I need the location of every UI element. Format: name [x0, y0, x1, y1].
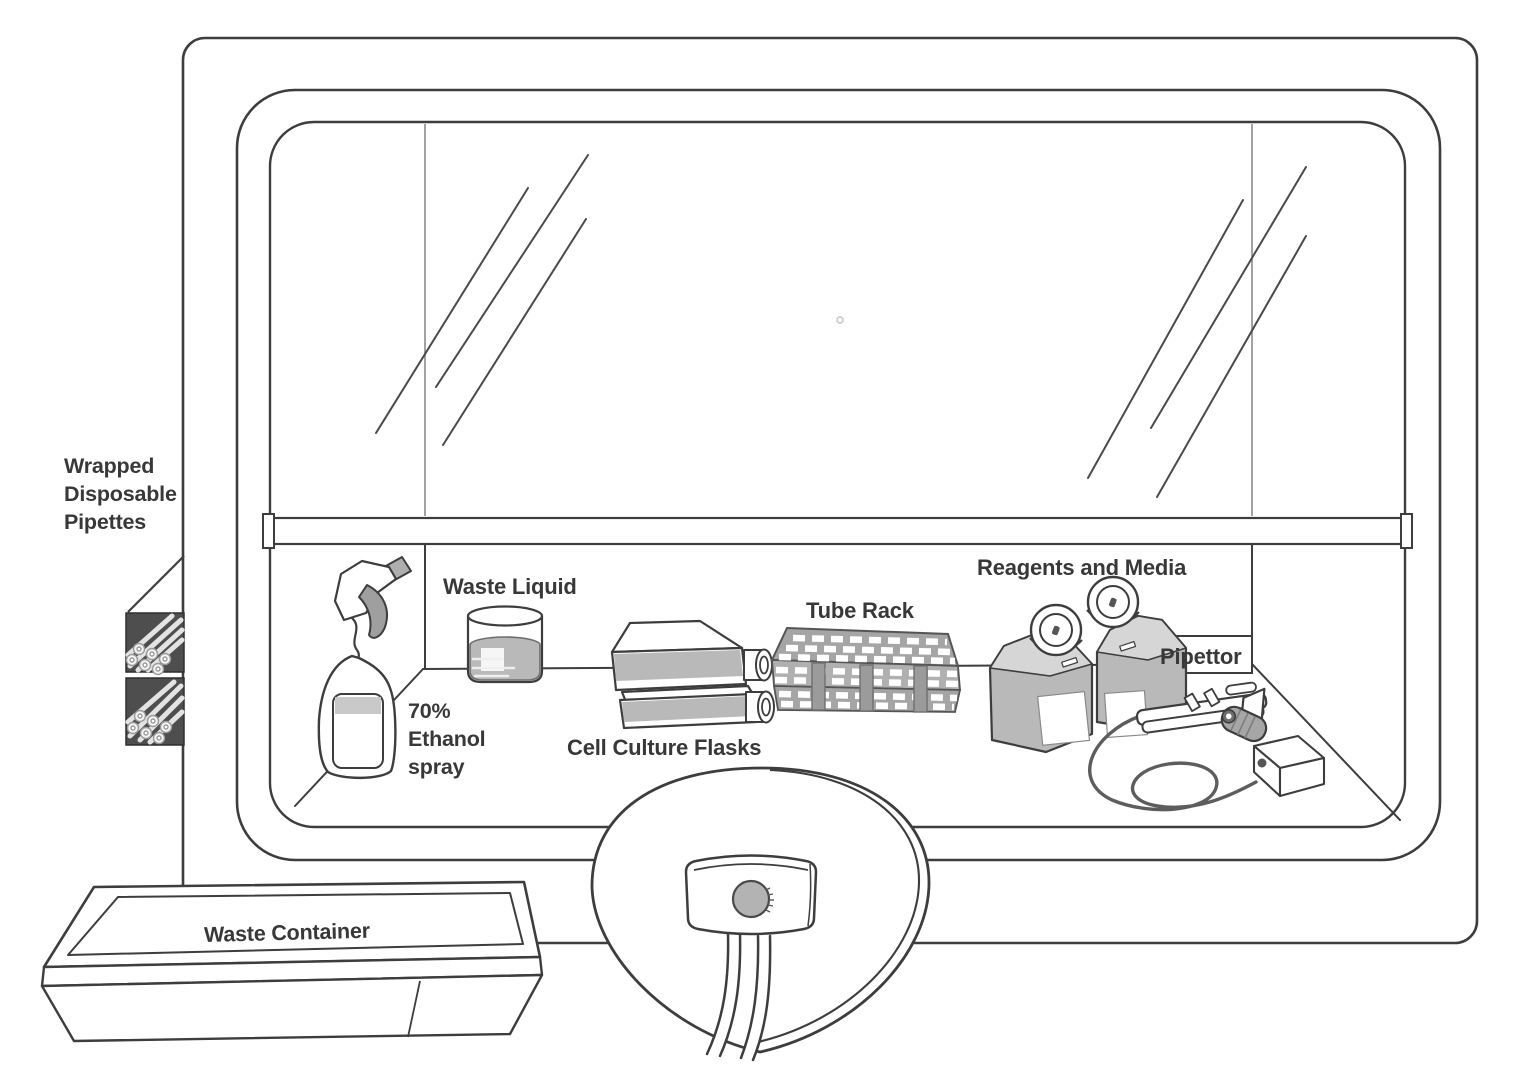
label-wrapped-pipettes-2: Disposable — [64, 482, 177, 506]
glass-reflection-right — [1087, 166, 1307, 498]
label-tube-rack: Tube Rack — [806, 598, 915, 623]
pipettor-slot — [1225, 681, 1257, 696]
label-waste-liquid: Waste Liquid — [443, 574, 577, 599]
label-ethanol-1: 70% — [408, 699, 451, 723]
pipette-clip — [1203, 687, 1221, 708]
media-bottles — [988, 575, 1188, 754]
spray-liquid-band — [335, 697, 381, 714]
pipettor-nozzle — [1220, 705, 1268, 743]
flask-media — [614, 650, 743, 681]
pipettor-cord — [1088, 714, 1258, 812]
chair-plate-top-curve — [693, 863, 809, 871]
ethanol-spray-bottle — [317, 556, 412, 780]
flask-bottom — [618, 684, 775, 730]
pipette-dispenser-box — [125, 555, 185, 746]
container-opening — [67, 892, 524, 956]
media-bottle-front — [988, 603, 1094, 754]
cell-culture-flasks — [610, 619, 775, 730]
label-pipettor: Pipettor — [1160, 644, 1242, 669]
worksurface-right-diagonal — [1251, 663, 1401, 821]
chair-back-inner-contour — [757, 768, 921, 1044]
pipette-tube-ends-lower — [126, 709, 173, 745]
label-ethanol-3: spray — [408, 755, 465, 779]
diagram-labels: Wrapped Disposable Pipettes Waste Liquid… — [64, 454, 1242, 947]
charging-base — [1252, 734, 1326, 798]
chair-post — [707, 934, 741, 1056]
sash-bar-right-cap — [1400, 513, 1413, 549]
beaker-streaks — [471, 657, 516, 678]
beaker-rim — [466, 605, 544, 627]
spray-trigger — [358, 584, 388, 639]
adjustment-knob — [731, 879, 771, 919]
bottle-label — [1037, 691, 1091, 746]
label-waste-container: Waste Container — [204, 919, 371, 947]
dispenser-roof-line — [127, 555, 185, 613]
pipettor-gun — [1135, 681, 1268, 743]
label-reagents-media: Reagents and Media — [977, 555, 1187, 580]
waste-liquid-beaker — [466, 605, 544, 684]
label-wrapped-pipettes-1: Wrapped — [64, 454, 154, 478]
pipette-tube-ends-upper — [125, 642, 172, 676]
pipette-clip — [1183, 692, 1201, 712]
bottle-slit — [1061, 657, 1079, 668]
lab-chair — [590, 766, 931, 1062]
flask-media — [622, 696, 753, 722]
label-cell-culture-flasks: Cell Culture Flasks — [567, 735, 761, 760]
label-ethanol-2: Ethanol — [408, 727, 485, 751]
knob-knurling — [765, 887, 774, 913]
label-wrapped-pipettes-3: Pipettes — [64, 510, 146, 534]
charging-contact — [1257, 758, 1267, 768]
tube-rack — [770, 626, 962, 713]
glass-speck — [836, 316, 844, 324]
bottle-slit — [1119, 641, 1137, 652]
media-bottle-back — [1086, 575, 1188, 738]
rack-legs — [811, 662, 928, 713]
pipettor-device — [1088, 681, 1326, 812]
glass-panel — [375, 124, 1307, 516]
container-corner-crease — [407, 980, 421, 1038]
chair-plate-edge — [807, 863, 812, 927]
flask-top — [610, 619, 773, 692]
sash-bar-left-cap — [262, 513, 275, 549]
sash-handle-bar — [262, 513, 1413, 549]
chair-post-lines — [705, 932, 772, 1062]
container-front-face — [40, 973, 544, 1043]
waste-container — [40, 880, 544, 1043]
glass-reflection-left — [375, 154, 589, 446]
